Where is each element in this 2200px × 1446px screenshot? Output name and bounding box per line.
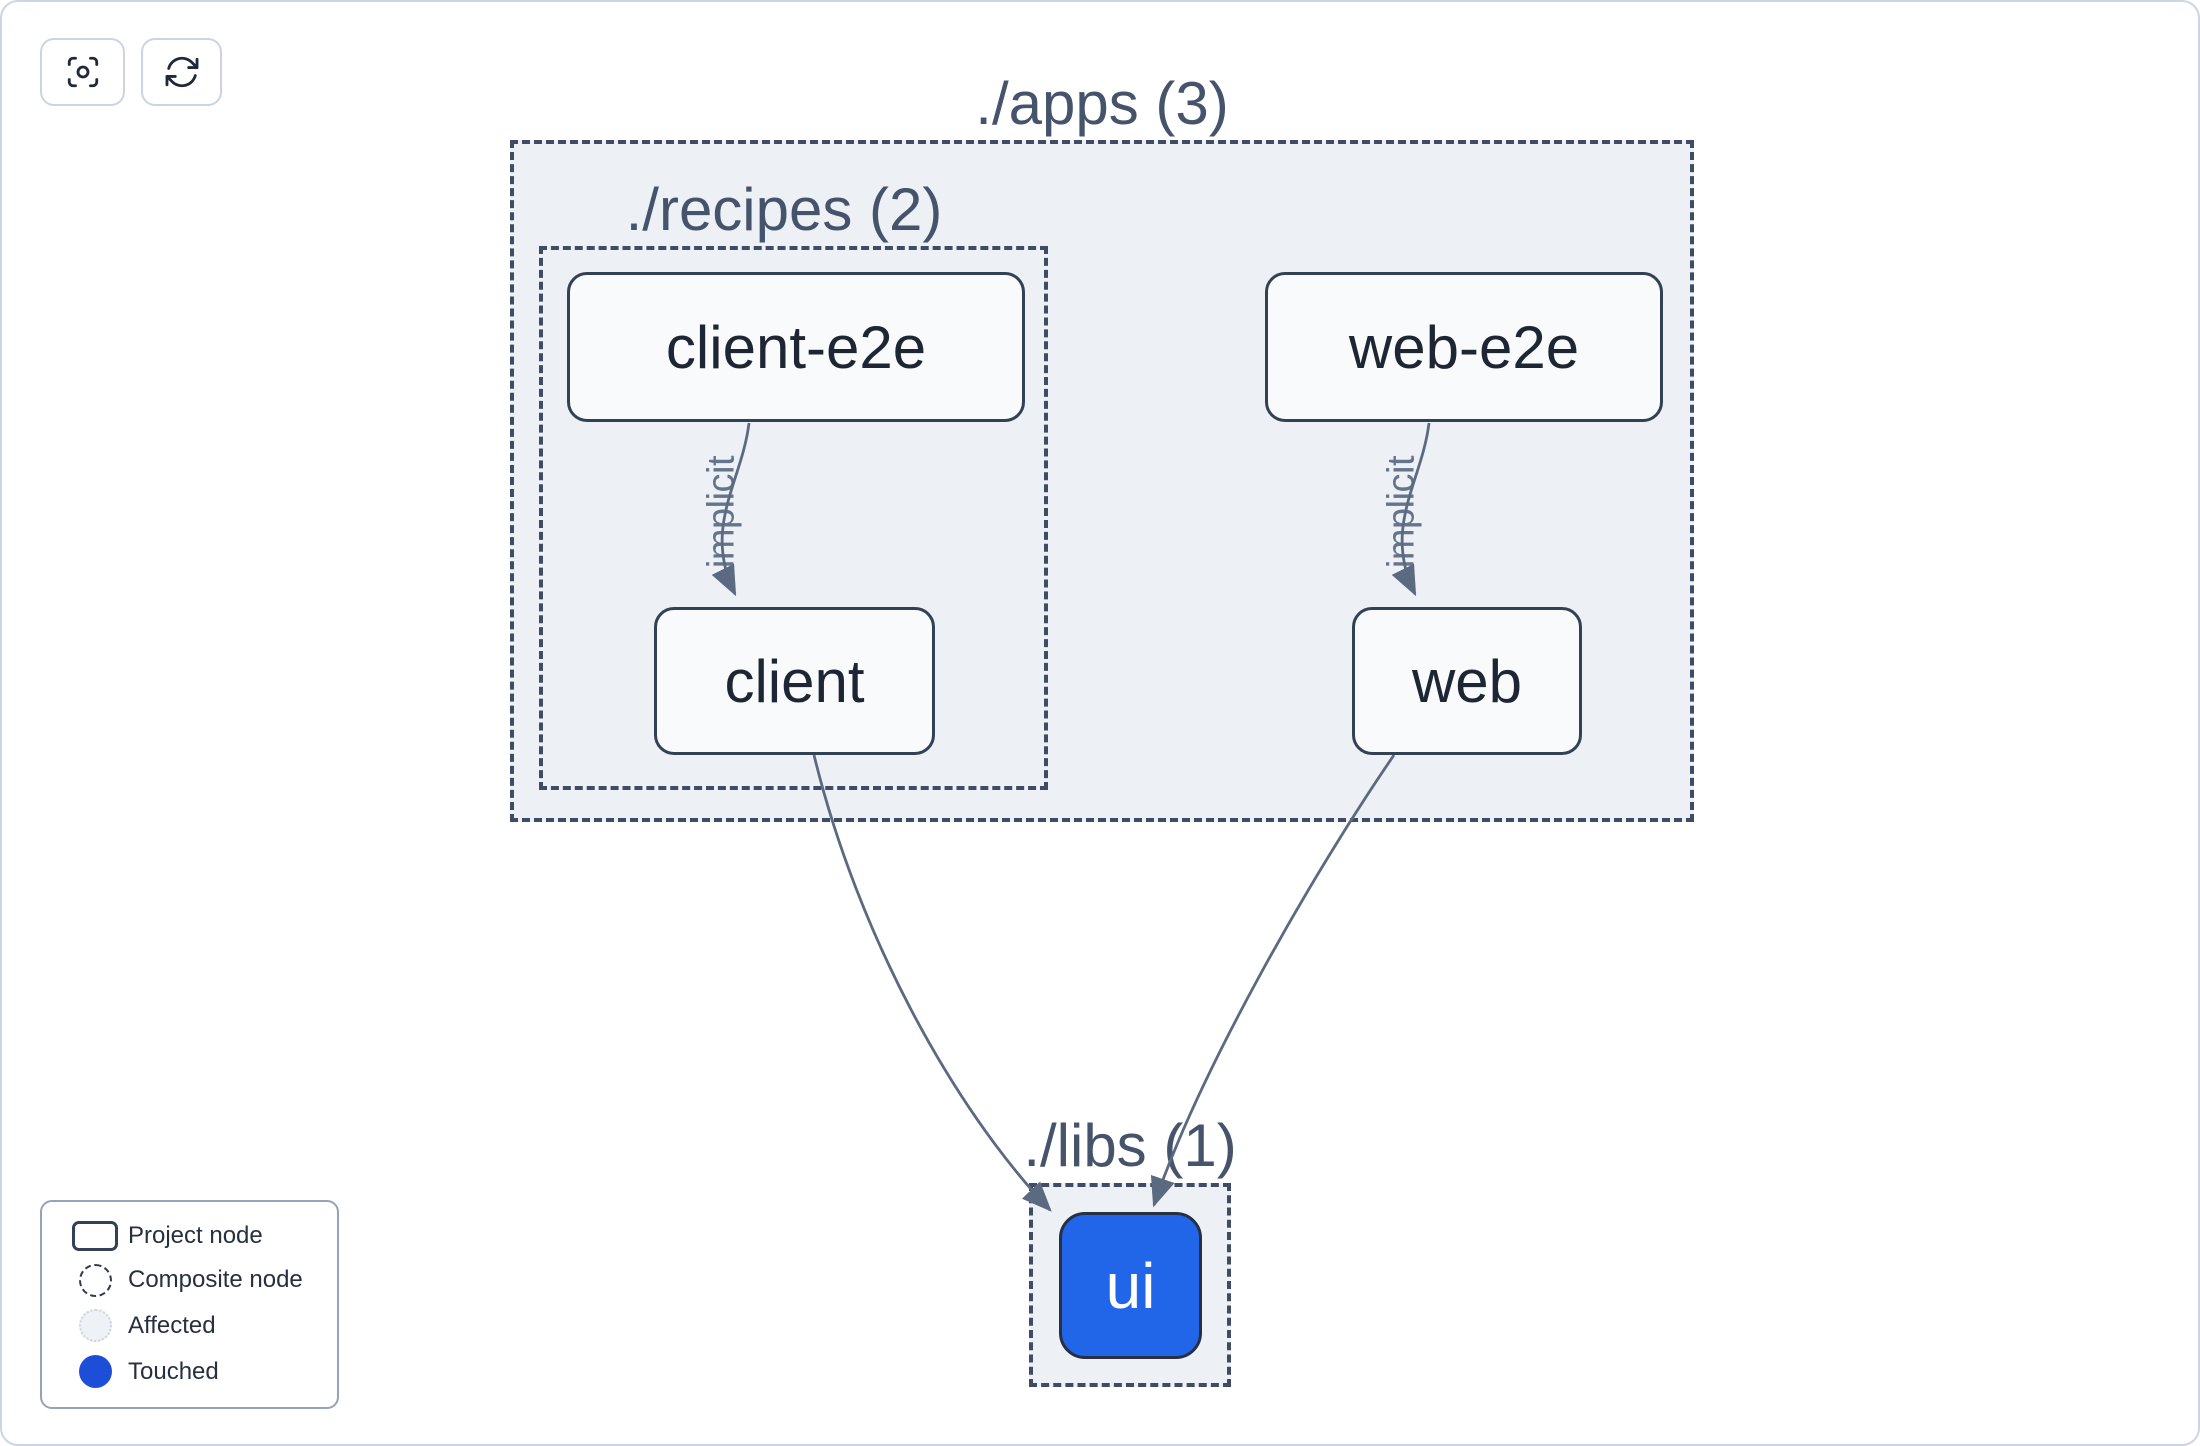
legend-item-touched: Touched — [62, 1355, 327, 1389]
legend-item-affected: Affected — [62, 1309, 327, 1343]
node-web-e2e[interactable]: web-e2e — [1265, 272, 1663, 422]
center-graph-button[interactable] — [40, 38, 125, 106]
legend-label: Project node — [128, 1221, 263, 1249]
node-ui[interactable]: ui — [1059, 1212, 1202, 1359]
node-client-e2e[interactable]: client-e2e — [567, 272, 1025, 422]
viewfinder-focus-icon — [63, 52, 103, 92]
node-client[interactable]: client — [654, 607, 935, 755]
group-label-libs[interactable]: ./libs (1) — [1023, 1112, 1237, 1179]
composite-node-swatch — [78, 1263, 112, 1297]
legend-label: Touched — [128, 1357, 219, 1385]
touched-swatch — [78, 1355, 112, 1389]
legend-label: Affected — [128, 1311, 216, 1339]
group-label-recipes[interactable]: ./recipes (2) — [625, 176, 943, 243]
legend-item-project-node: Project node — [62, 1220, 327, 1251]
group-label-apps[interactable]: ./apps (3) — [975, 70, 1229, 137]
project-node-swatch — [72, 1220, 118, 1251]
edge-client-e2e-to-client[interactable] — [711, 422, 751, 597]
legend-label: Composite node — [128, 1266, 303, 1294]
node-web[interactable]: web — [1352, 607, 1582, 755]
affected-swatch — [78, 1309, 112, 1343]
refresh-graph-button[interactable] — [141, 38, 222, 106]
edge-web-to-ui[interactable] — [1150, 754, 1396, 1208]
edge-client-to-ui[interactable] — [812, 754, 1052, 1212]
graph-legend: Project node Composite node Affected Tou… — [40, 1200, 339, 1409]
edge-web-e2e-to-web[interactable] — [1391, 422, 1431, 597]
refresh-icon — [162, 52, 202, 92]
legend-item-composite-node: Composite node — [62, 1263, 327, 1297]
